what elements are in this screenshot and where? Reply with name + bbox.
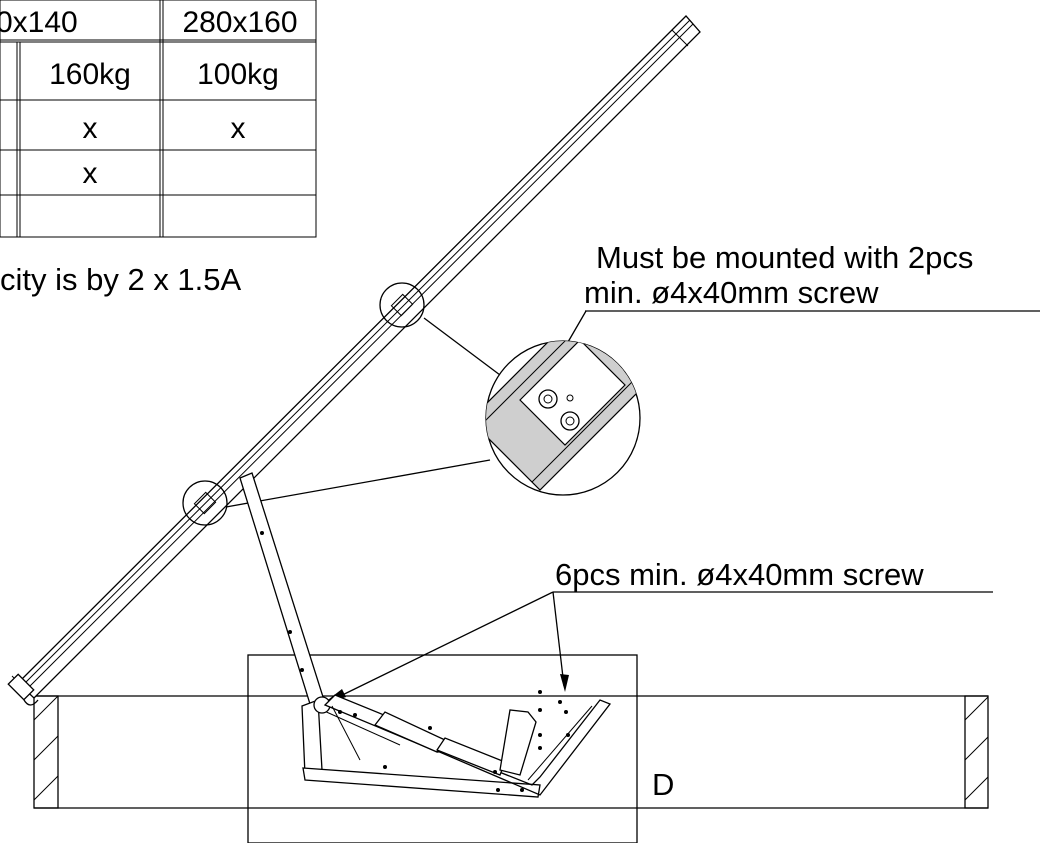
table-cell: x	[231, 112, 246, 145]
bolt-hole	[564, 710, 568, 714]
table-header-cell: 0x140	[0, 6, 78, 39]
bolt-hole	[558, 700, 562, 704]
bracket-mark	[390, 293, 414, 317]
bolt-hole	[496, 788, 500, 792]
strut-hole	[300, 668, 304, 672]
rail-edge	[531, 341, 640, 483]
screw-head	[543, 394, 553, 404]
hatch-line	[964, 736, 989, 761]
left-end-wall	[33, 695, 59, 809]
screw-head	[565, 416, 575, 426]
table-cell: 100kg	[197, 58, 279, 91]
table-cell: x	[83, 112, 98, 145]
bottom-arm	[302, 767, 541, 798]
upper-annotation-line1: Must be mounted with 2pcs	[596, 240, 973, 275]
bracket-line	[527, 705, 593, 781]
rail-inner-line	[25, 23, 694, 691]
dimension-label-d: D	[652, 767, 674, 802]
strut-body	[239, 472, 325, 705]
detail-circle-upper	[379, 282, 425, 328]
upper-annotation-line2: min. ø4x40mm screw	[584, 275, 879, 310]
rail-end-hook	[23, 699, 39, 706]
bolt-hole	[428, 726, 432, 730]
bolt-hole	[353, 713, 357, 717]
bolt-hole	[538, 708, 542, 712]
rail-end-cap	[671, 29, 689, 47]
mount-bracket	[499, 709, 537, 776]
lower-annotation: 6pcs min. ø4x40mm screw	[555, 557, 924, 592]
table-header-cell: 280x160	[182, 6, 297, 39]
table-cell: 160kg	[49, 58, 131, 91]
link-line	[331, 705, 361, 761]
bolt-hole	[338, 710, 342, 714]
detail-connector	[423, 317, 501, 376]
bolt-hole	[493, 770, 497, 774]
lower-annotation-leader-left	[325, 591, 554, 704]
hatch-line	[33, 775, 59, 801]
bed-frame	[33, 654, 989, 843]
arrow-head	[560, 674, 569, 692]
capacity-table: 0x140 280x160 160kg 100kg x x x	[0, 0, 317, 238]
base-bracket	[317, 699, 612, 796]
bed-frame-box	[247, 654, 638, 843]
screw-icon	[560, 411, 580, 431]
detail-circle-lower	[182, 480, 228, 526]
bolt-hole	[566, 733, 570, 737]
capacity-note: city is by 2 x 1.5A	[0, 262, 242, 297]
hatch-line	[33, 695, 59, 721]
rail-end-plug	[7, 673, 35, 701]
bolt-hole	[538, 690, 542, 694]
table-cell: x	[83, 157, 98, 190]
bracket-line	[321, 709, 401, 746]
strut-hole	[288, 630, 292, 634]
gas-spring-cylinder	[373, 711, 446, 753]
lift-rail	[7, 15, 701, 706]
hatch-line	[33, 735, 59, 761]
hatch-line	[964, 696, 989, 721]
right-end-wall	[964, 695, 989, 809]
lower-annotation-leader-right	[552, 591, 565, 687]
bracket-mark	[193, 491, 217, 515]
bolt-hole	[538, 733, 542, 737]
strut-hole	[260, 531, 264, 535]
bracket-plate	[519, 341, 626, 446]
rail-inner-line	[21, 19, 691, 687]
bolt-hole	[538, 746, 542, 750]
hatch-line	[964, 776, 989, 801]
pilot-hole	[566, 394, 574, 402]
detail-connector	[225, 459, 491, 508]
support-strut	[239, 472, 325, 705]
gas-spring-body	[436, 737, 506, 776]
lift-mechanism	[301, 690, 612, 798]
rail-edge	[486, 341, 619, 429]
magnified-detail	[485, 340, 641, 496]
bolt-hole	[383, 765, 387, 769]
bolt-hole	[520, 788, 524, 792]
screw-icon	[538, 389, 558, 409]
